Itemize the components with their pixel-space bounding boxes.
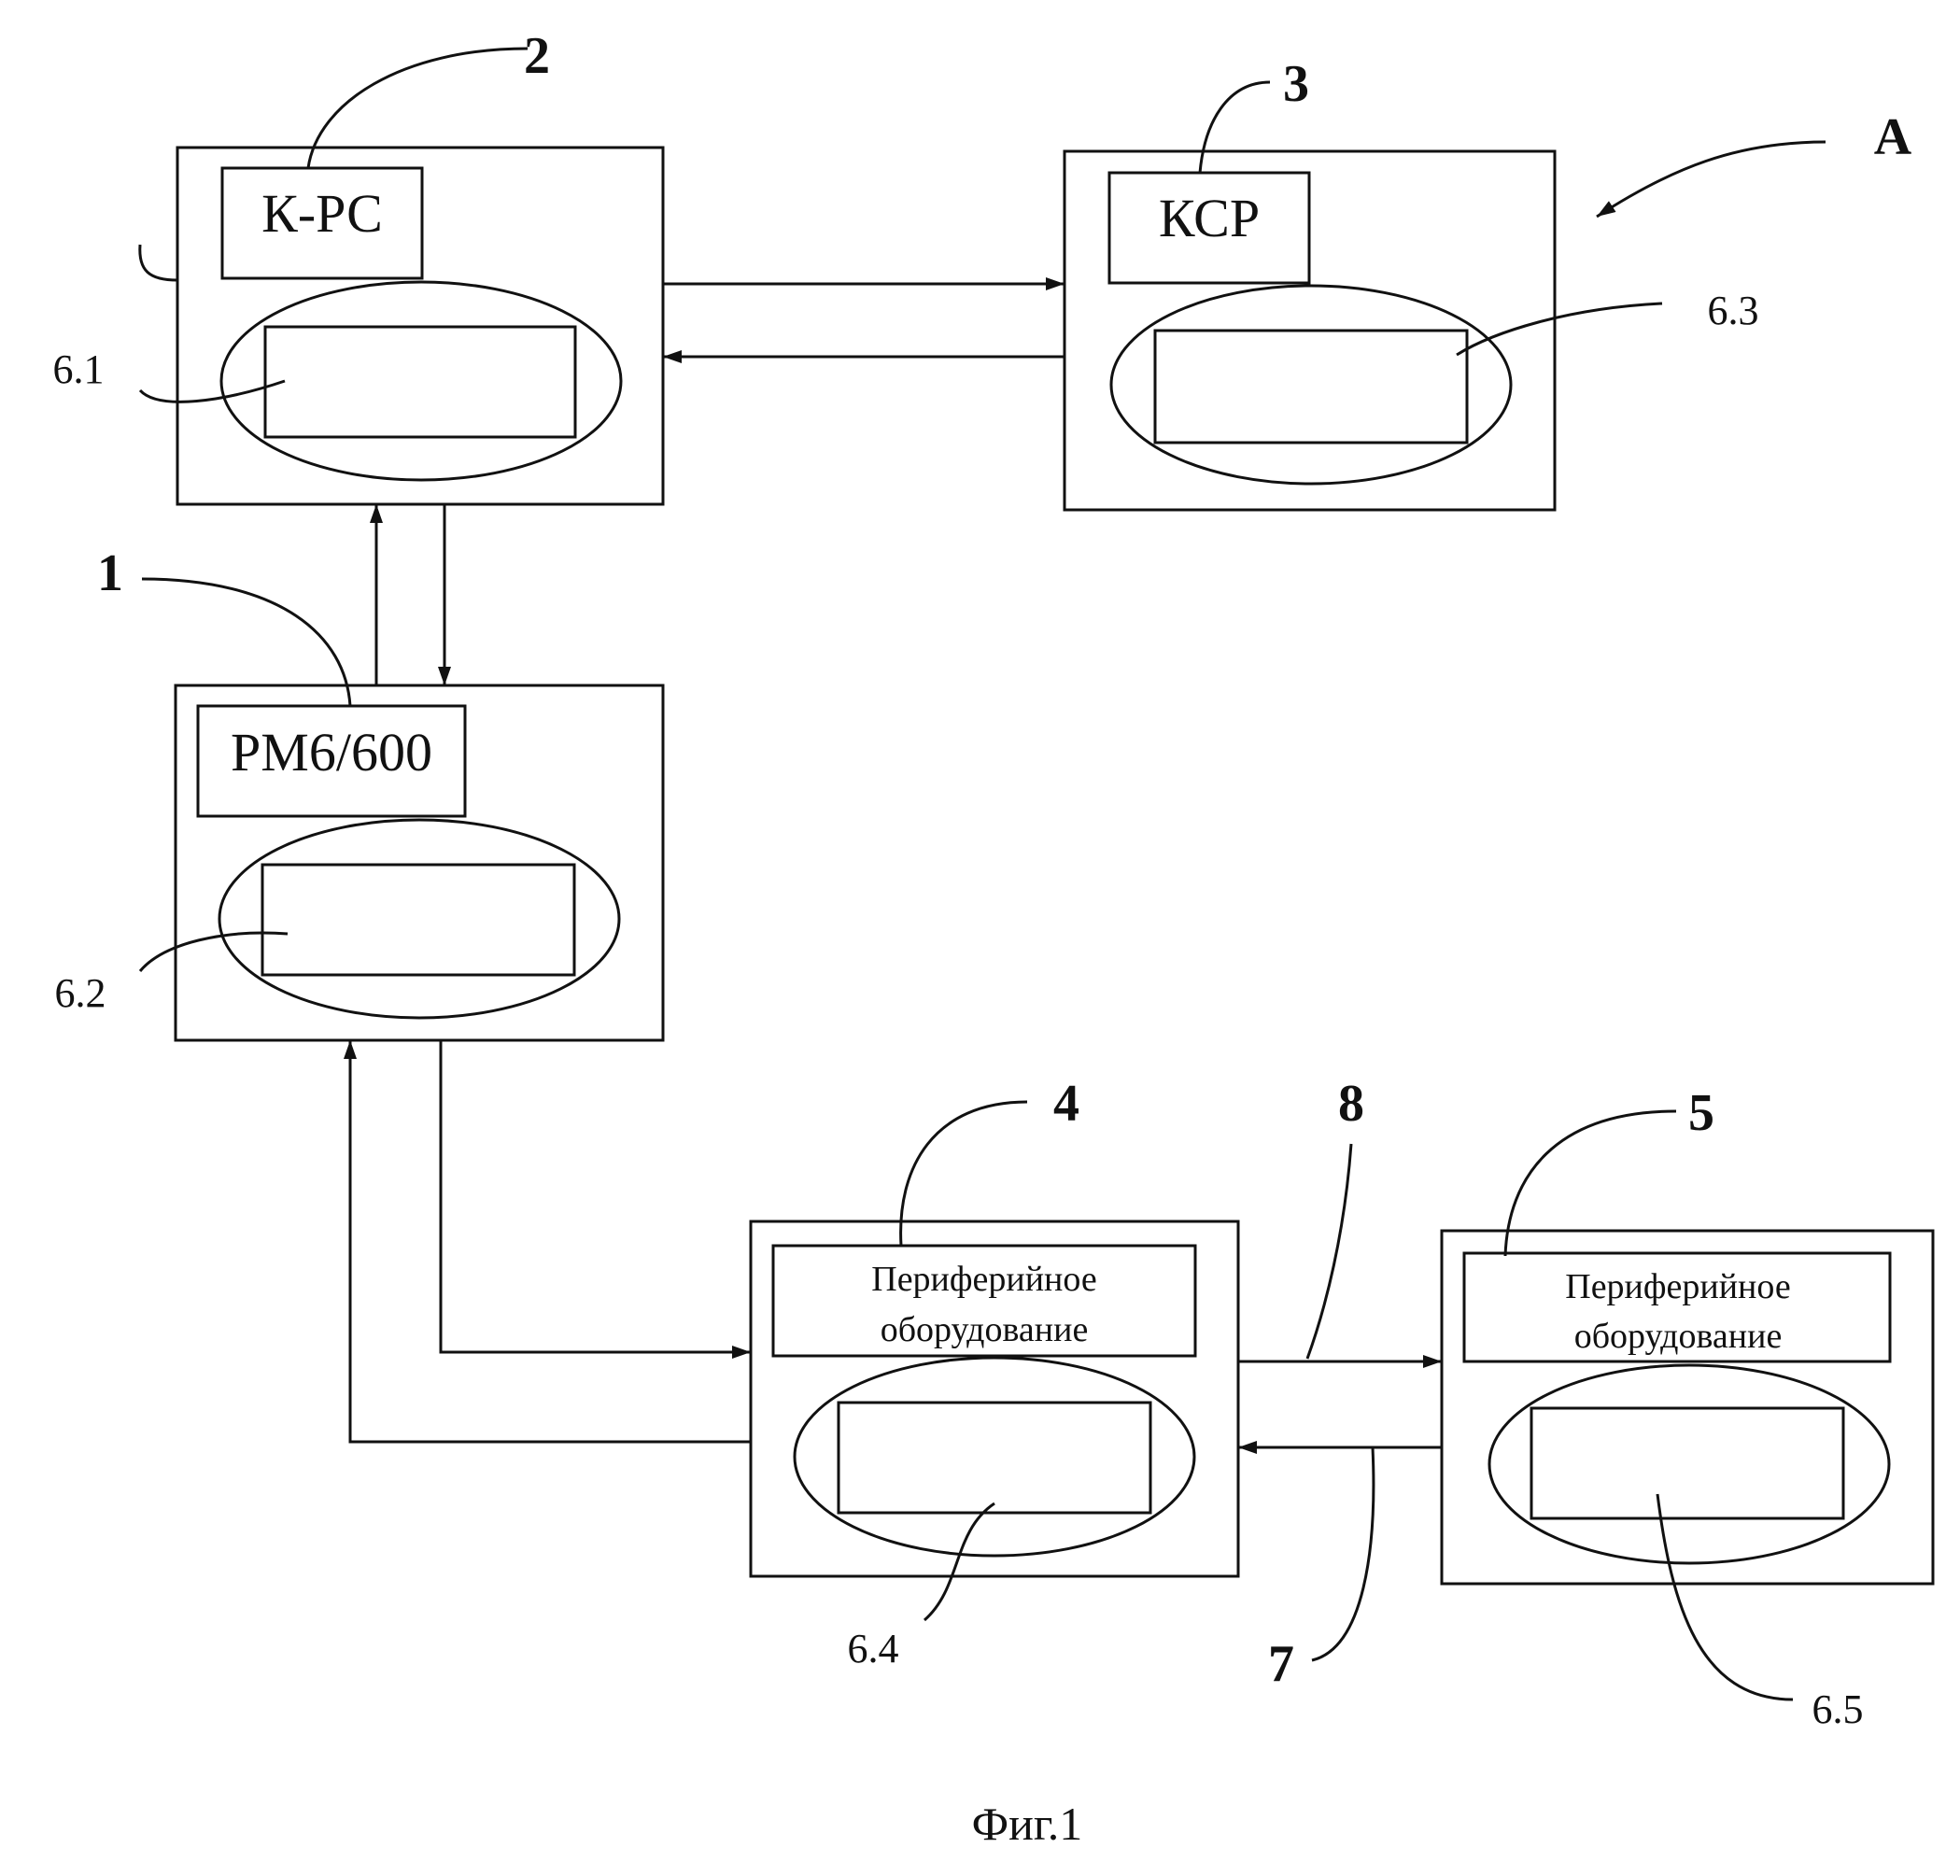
block-rm-label: РМ6/600 [231, 722, 432, 783]
leader-2 [308, 49, 528, 168]
ref-6-2: 6.2 [55, 970, 106, 1016]
number-1: 1 [97, 544, 123, 602]
system-label-a: А [1874, 108, 1912, 166]
ref-6-4: 6.4 [848, 1626, 899, 1671]
leader-8 [1307, 1144, 1351, 1359]
leader-7 [1312, 1447, 1374, 1660]
arrow-rm-to-periph4 [441, 1040, 751, 1352]
block-ksr: КСР [1065, 151, 1555, 510]
leader-6-1 [140, 381, 285, 402]
leader-3 [1200, 82, 1270, 173]
leader-1 [140, 245, 177, 280]
leader-a [1597, 142, 1826, 217]
number-3: 3 [1283, 55, 1309, 113]
leader-4 [901, 1102, 1027, 1246]
block-k-rs-inner-box [265, 327, 575, 437]
block-ksr-label: КСР [1159, 188, 1260, 248]
arrow-periph4-to-rm [350, 1040, 751, 1442]
figure-caption: Фиг.1 [972, 1798, 1083, 1850]
block-k-rs: К-РС [177, 148, 663, 504]
block-periph-5-inner-box [1531, 1408, 1843, 1518]
block-periph-4-label-line1: Периферийное [871, 1260, 1096, 1299]
block-periph-4-label-line2: оборудование [881, 1310, 1089, 1349]
leader-6-3 [1457, 303, 1662, 355]
number-8: 8 [1338, 1075, 1364, 1133]
leader-6-4 [924, 1503, 994, 1620]
ref-6-5: 6.5 [1812, 1686, 1864, 1732]
block-rm-inner-box [262, 865, 574, 975]
leader-5 [1505, 1111, 1676, 1256]
block-k-rs-label: К-РС [261, 183, 383, 244]
leader-6-5 [1657, 1494, 1793, 1700]
leader-1-rm [142, 579, 350, 706]
ref-6-3: 6.3 [1708, 288, 1759, 333]
number-4: 4 [1053, 1075, 1079, 1133]
block-rm: РМ6/600 [176, 685, 663, 1040]
block-ksr-inner-box [1155, 331, 1467, 443]
ref-6-1: 6.1 [53, 346, 105, 392]
number-5: 5 [1688, 1084, 1714, 1142]
block-periph-5-label-line2: оборудование [1574, 1317, 1783, 1356]
number-2: 2 [524, 27, 550, 85]
block-periph-4: Периферийное оборудование [751, 1221, 1238, 1576]
block-periph-4-inner-box [839, 1403, 1150, 1513]
number-7: 7 [1268, 1635, 1294, 1693]
block-periph-5-label-line1: Периферийное [1565, 1267, 1790, 1306]
block-periph-5: Периферийное оборудование [1442, 1231, 1933, 1584]
